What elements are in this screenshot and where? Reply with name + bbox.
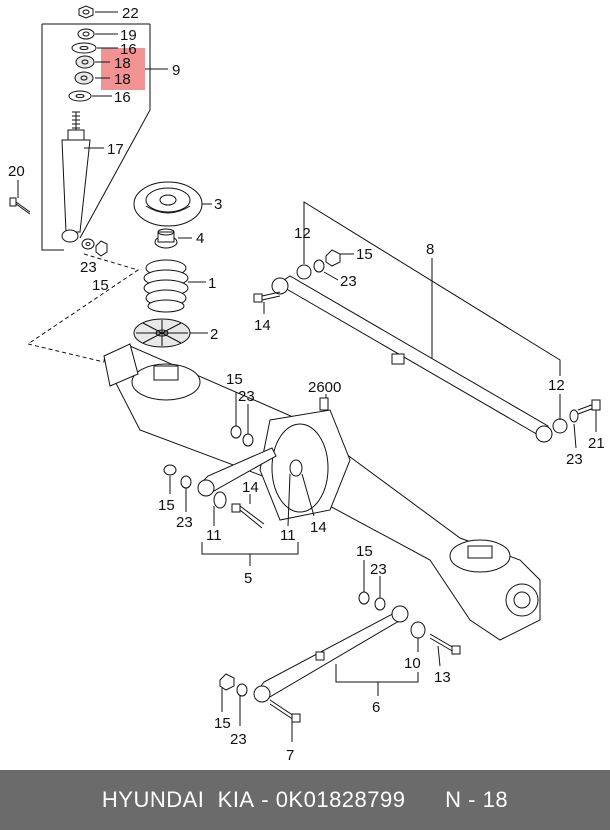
bushing-18-lower[interactable] [74,71,94,85]
callout-7: 7 [286,747,294,764]
highlight-box [101,48,145,90]
coil-spring-1[interactable] [143,259,189,313]
callout-1: 1 [208,275,216,292]
callout-2600: 2600 [308,379,341,396]
bolt-13[interactable] [429,633,461,655]
lower-arm-6[interactable] [253,605,409,703]
lateral-rod-8[interactable] [271,275,553,443]
callout-16-top: 16 [120,41,137,58]
bolt-14-upper-arm[interactable] [231,503,265,529]
callout-15-upper-arm: 15 [158,497,175,514]
shock-group-bracket [41,24,64,251]
callout-13: 13 [434,669,451,686]
footer-page: N - 18 [445,787,509,812]
callout-18-lower: 18 [114,71,131,88]
callout-23-lower-right: 23 [370,561,387,578]
nut-22[interactable] [78,5,94,19]
callout-14-left-rod: 14 [254,317,271,334]
breather-2600[interactable] [319,397,329,411]
footer-maker: KIA [217,787,255,812]
spring-pad-2[interactable] [133,318,191,348]
footer-brand: HYUNDAI [101,787,205,812]
callout-22: 22 [122,5,139,22]
callout-15-left-rod: 15 [356,246,373,263]
washer-23-lower-left[interactable] [236,683,248,697]
washer-15-upper-arm[interactable] [163,464,177,476]
callout-8: 8 [426,241,434,258]
spring-seat-3[interactable] [133,181,203,227]
washer-23-shock[interactable] [81,238,95,250]
footer-bar: HYUNDAI KIA - 0K01828799 N - 18 [0,770,610,830]
bushing-11-right[interactable] [289,459,303,477]
callout-16-bottom: 16 [114,89,131,106]
callout-11-left: 11 [206,527,222,544]
callout-3: 3 [214,196,222,213]
washer-23-right-rod[interactable] [569,409,579,423]
bushing-12-right[interactable] [552,418,568,434]
callout-15-lower-right: 15 [356,543,373,560]
nut-15-lower-right[interactable] [358,591,370,605]
upper-arm-5[interactable] [197,447,277,497]
washer-23-axle[interactable] [242,433,254,447]
callout-11-right: 11 [280,527,296,544]
callout-14-axle: 14 [310,519,327,536]
bolt-21[interactable] [577,399,601,415]
washer-23-left-rod[interactable] [313,259,325,273]
bushing-10[interactable] [410,621,426,639]
nut-15-lower-left[interactable] [219,673,235,691]
callout-6: 6 [372,699,380,716]
shock-group-diag-line [79,109,151,239]
callout-23-axle: 23 [238,388,255,405]
footer-separator: - [261,787,270,812]
bushing-18-upper[interactable] [75,55,95,69]
callout-23-left-rod: 23 [340,273,357,290]
washer-23-upper-arm[interactable] [180,475,192,489]
nut-15-left-rod[interactable] [325,249,341,267]
callout-21: 21 [588,435,605,452]
rear-suspension-exploded-diagram: 22 19 16 18 18 16 9 17 20 23 15 3 4 1 2 … [8,5,605,764]
callout-5: 5 [244,570,252,587]
callout-9: 9 [172,62,180,79]
callout-23-upper-arm: 23 [176,514,193,531]
bolt-14-left-rod[interactable] [253,291,281,303]
bushing-12-left[interactable] [296,264,312,280]
callout-20: 20 [8,163,25,180]
bushing-11-left[interactable] [213,491,227,509]
footer-part-number: 0K01828799 [275,787,406,812]
callout-12-left: 12 [294,225,311,242]
callout-4: 4 [196,230,204,247]
shock-absorber-17[interactable] [61,111,91,243]
leader-lines [17,11,597,742]
washer-16-bottom[interactable] [68,90,92,102]
washer-23-lower-right[interactable] [374,597,386,611]
bump-stopper-4[interactable] [154,228,178,249]
callout-15-lower-left: 15 [214,715,231,732]
callout-17: 17 [107,141,124,158]
rear-axle-housing[interactable] [103,343,541,641]
callout-19: 19 [120,27,137,44]
bolt-20[interactable] [9,197,31,215]
callout-15-axle: 15 [226,371,243,388]
bolt-7[interactable] [269,699,301,723]
callout-12-right: 12 [548,377,565,394]
callout-18-upper: 18 [114,55,131,72]
washer-16-top[interactable] [71,42,97,54]
callout-23-right-rod: 23 [566,451,583,468]
shock-mount-dashed-line [26,253,140,363]
nut-15-shock[interactable] [95,240,108,257]
washer-15-axle[interactable] [230,425,242,439]
callout-23-lower-left: 23 [230,731,247,748]
callout-23-shock: 23 [80,259,97,276]
callout-15-shock: 15 [92,277,109,294]
nut-19[interactable] [77,28,95,40]
callout-14-upper-arm: 14 [242,479,259,496]
callout-10: 10 [404,655,421,672]
callout-2: 2 [210,326,218,343]
